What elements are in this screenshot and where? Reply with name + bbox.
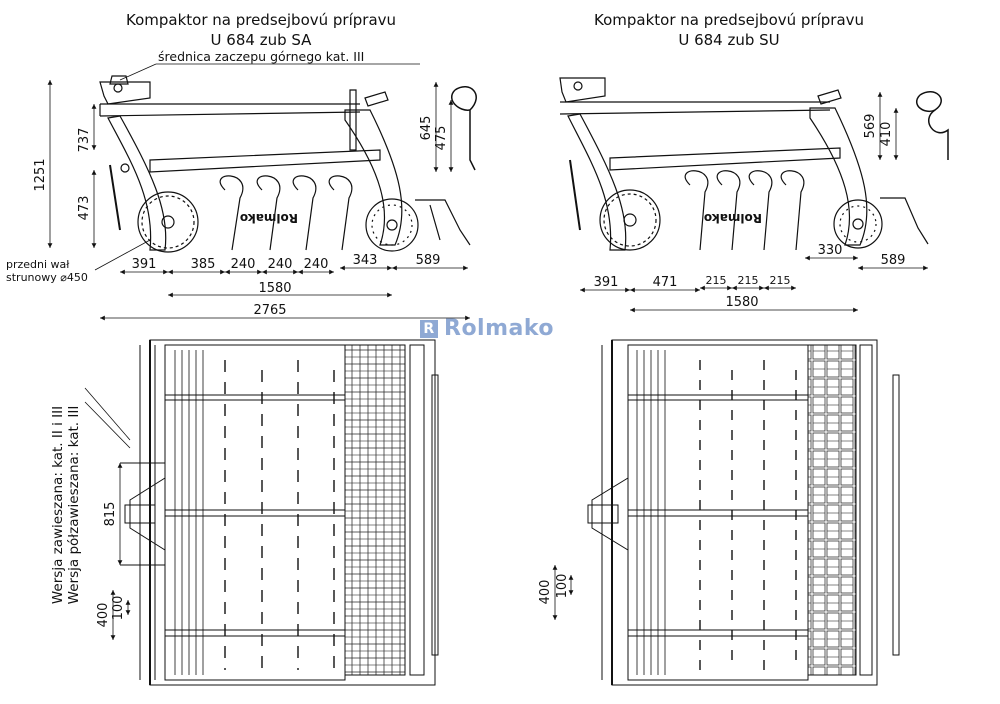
left-title: Kompaktor na predsejbovú prípravu U 684 … (96, 10, 426, 50)
r-dim-589: 589 (881, 253, 906, 268)
r-dim-215b: 215 (738, 274, 759, 287)
left-dimensions (47, 63, 470, 321)
r-plan-dim-100: 100 (555, 574, 570, 599)
dim-475: 475 (434, 126, 449, 151)
r-dim-215c: 215 (770, 274, 791, 287)
dim-1251: 1251 (33, 158, 48, 191)
r-dim-391: 391 (594, 275, 619, 290)
right-side-view (559, 77, 949, 251)
dim-240a: 240 (231, 257, 256, 272)
dim-240b: 240 (268, 257, 293, 272)
dim-737: 737 (77, 128, 92, 153)
r-dim-410: 410 (879, 122, 894, 147)
dim-473: 473 (77, 196, 92, 221)
left-plan-labels: 815 400 100 Wersja zawieszana: kat. II i… (50, 406, 126, 628)
brand-mark-icon: R (420, 320, 438, 338)
right-plan-labels: 400 100 (538, 574, 570, 605)
dim-391: 391 (132, 257, 157, 272)
roller-note-line2: strunowy ⌀450 (6, 271, 88, 284)
r-dim-330: 330 (818, 243, 843, 258)
right-dimensions (580, 92, 928, 313)
left-plan-dimensions (84, 387, 131, 640)
r-dim-471: 471 (653, 275, 678, 290)
dim-2765: 2765 (253, 303, 286, 318)
dim-343: 343 (353, 253, 378, 268)
plan-dim-815: 815 (103, 502, 118, 527)
right-plan-dimensions (552, 565, 574, 620)
version-line2: Wersja półzawieszana: kat. III (66, 406, 82, 605)
dim-1580: 1580 (258, 281, 291, 296)
right-dimension-labels: 569 410 391 471 215 215 215 330 589 1580… (594, 114, 906, 310)
right-frame-label: Rolmako (704, 211, 762, 225)
left-dimension-labels: 1251 737 473 645 475 391 385 240 240 240… (6, 49, 449, 318)
left-frame-label: Rolmako (240, 211, 298, 225)
dim-645: 645 (419, 116, 434, 141)
dim-589: 589 (416, 253, 441, 268)
left-title-line1: Kompaktor na predsejbovú prípravu (125, 11, 397, 29)
left-side-view (99, 75, 477, 253)
hitch-note: średnica zaczepu górnego kat. III (158, 49, 364, 64)
right-title: Kompaktor na predsejbovú prípravu U 684 … (564, 10, 894, 50)
r-plan-dim-400: 400 (538, 580, 553, 605)
plan-dim-100: 100 (111, 596, 126, 621)
dim-385: 385 (191, 257, 216, 272)
r-dim-569: 569 (863, 114, 878, 139)
roller-note-line1: przedni wał (6, 258, 70, 271)
left-plan-view (120, 339, 439, 686)
version-line1: Wersja zawieszana: kat. II i III (50, 406, 66, 604)
dim-240c: 240 (304, 257, 329, 272)
left-title-line2: U 684 zub SA (210, 31, 312, 49)
right-title-line2: U 684 zub SU (678, 31, 780, 49)
r-dim-215a: 215 (706, 274, 727, 287)
plan-dim-400: 400 (96, 603, 111, 628)
right-plan-view (587, 339, 900, 686)
r-dim-1580: 1580 (725, 295, 758, 310)
right-title-line1: Kompaktor na predsejbovú prípravu (593, 11, 865, 29)
